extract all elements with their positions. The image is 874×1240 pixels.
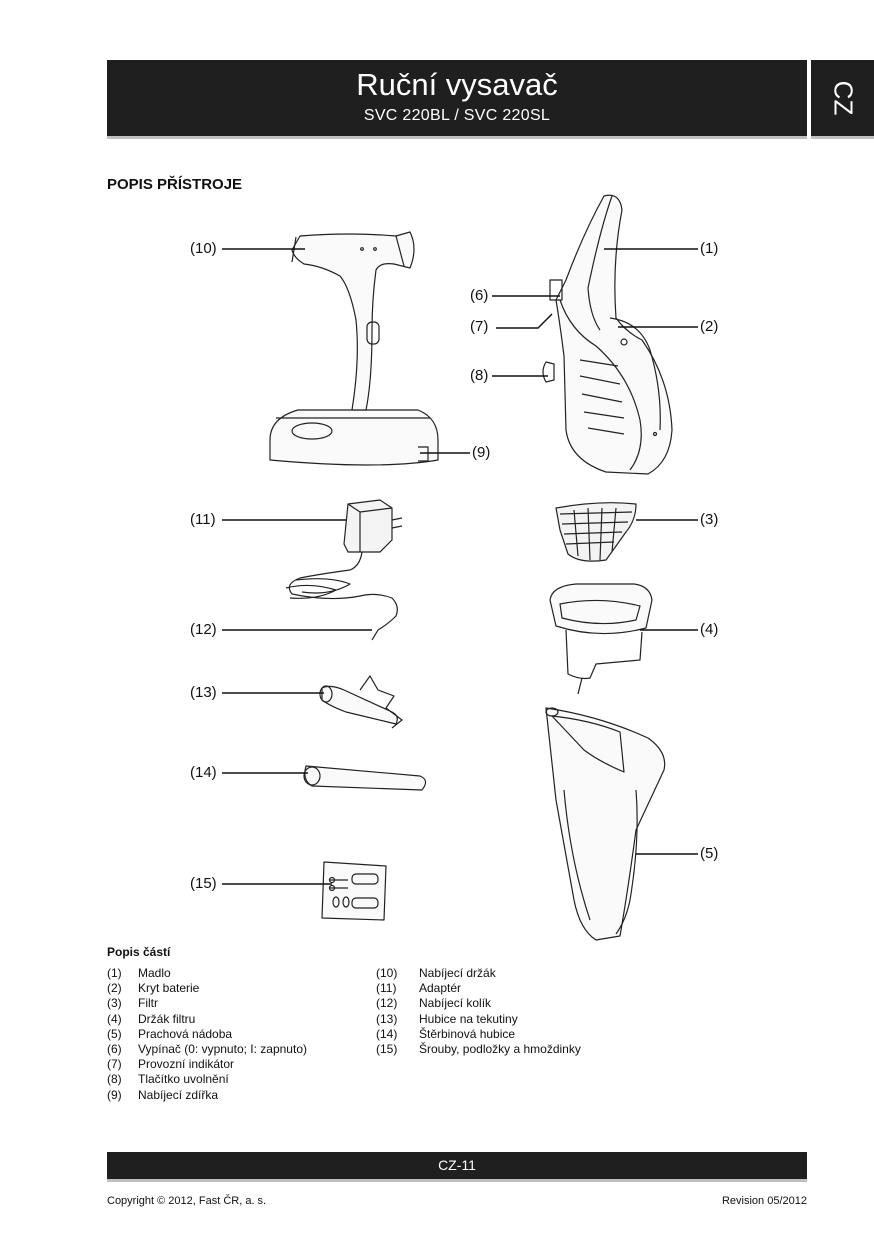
callout-14: (14) [190,764,217,781]
part-label: Adaptér [419,981,462,996]
callout-6: (6) [470,287,489,304]
filter-drawing [555,502,637,562]
part-label: Hubice na tekutiny [419,1011,518,1026]
dust-container-drawing [545,707,666,941]
list-item: (14) Štěrbinová hubice [376,1027,581,1042]
part-number: (10) [376,966,398,980]
part-label: Štěrbinová hubice [419,1026,516,1041]
copyright-text: Copyright © 2012, Fast ČR, a. s. [107,1195,267,1207]
list-item: (1) Madlo [107,966,307,981]
page-title: Ruční vysavač [356,67,558,102]
part-number: (11) [376,981,397,996]
part-label: Prachová nádoba [138,1026,233,1041]
callout-15: (15) [190,875,217,892]
adapter-drawing [285,499,403,641]
part-label: Nabíjecí zdířka [138,1087,219,1102]
callout-12: (12) [190,621,217,638]
list-item: (15) Šrouby, podložky a hmoždinky [376,1042,581,1057]
list-item: (10) Nabíjecí držák [376,966,581,981]
part-number: (12) [376,996,398,1011]
part-number: (3) [107,996,122,1011]
part-number: (13) [376,1011,398,1026]
part-number: (9) [107,1087,122,1102]
list-item: (12) Nabíjecí kolík [376,996,581,1011]
page-number: CZ-11 [438,1157,476,1173]
part-label: Držák filtru [138,1011,196,1026]
callout-2: (2) [700,318,719,335]
part-number: (6) [107,1042,122,1057]
part-number: (1) [107,966,122,980]
part-label: Nabíjecí kolík [419,996,492,1011]
parts-heading: Popis částí [107,945,171,959]
part-number: (14) [376,1026,398,1041]
header-bar: Ruční vysavač SVC 220BL / SVC 220SL [107,60,807,136]
callout-10: (10) [190,240,217,257]
language-tab-shadow [811,136,874,139]
footer-shadow [107,1179,807,1182]
part-number: (4) [107,1011,122,1026]
callout-4: (4) [700,621,719,638]
header-shadow [107,136,807,139]
part-label: Nabíjecí držák [419,966,496,980]
part-label: Madlo [138,966,171,980]
list-item: (8) Tlačítko uvolnění [107,1072,307,1087]
list-item: (13) Hubice na tekutiny [376,1012,581,1027]
list-item: (6) Vypínač (0: vypnuto; I: zapnuto) [107,1042,307,1057]
part-number: (5) [107,1026,122,1041]
part-number: (2) [107,981,122,996]
part-number: (7) [107,1057,122,1072]
part-number: (8) [107,1072,122,1087]
revision-text: Revision 05/2012 [721,1195,807,1207]
callout-11: (11) [190,511,216,528]
list-item: (2) Kryt baterie [107,981,307,996]
callout-8: (8) [470,367,489,384]
charging-holder-drawing [269,231,439,466]
callout-13: (13) [190,684,217,701]
list-item: (3) Filtr [107,996,307,1011]
callout-1: (1) [700,240,719,257]
filter-holder-drawing [549,583,653,695]
list-item: (9) Nabíjecí zdířka [107,1088,307,1103]
leader-line-7 [496,313,553,329]
callout-5: (5) [700,845,719,862]
language-tab: CZ [811,60,874,136]
footer-bar: CZ-11 [107,1152,807,1179]
part-label: Šrouby, podložky a hmoždinky [419,1042,581,1057]
vacuum-main-body-drawing [542,194,673,475]
crevice-nozzle-drawing [303,765,427,791]
part-label: Filtr [138,996,158,1011]
callout-3: (3) [700,511,719,528]
parts-list-left: (1) Madlo (2) Kryt baterie (3) Filtr (4) Drž… [107,966,307,1103]
part-number: (15) [376,1042,398,1057]
callout-9: (9) [472,444,491,461]
screws-card-drawing [321,861,387,921]
part-label: Vypínač (0: vypnuto; I: zapnuto) [138,1042,307,1057]
list-item: (11) Adaptér [376,981,581,996]
part-label: Provozní indikátor [138,1057,235,1072]
callout-7: (7) [470,318,489,335]
list-item: (7) Provozní indikátor [107,1057,307,1072]
liquid-nozzle-drawing [319,675,403,729]
section-title: POPIS PŘÍSTROJE [107,176,243,193]
parts-list-right: (10) Nabíjecí držák (11) Adaptér (12) Nabíj… [376,966,581,1057]
part-label: Kryt baterie [138,981,200,996]
part-label: Tlačítko uvolnění [138,1072,229,1087]
model-subtitle: SVC 220BL / SVC 220SL [363,107,551,124]
list-item: (4) Držák filtru [107,1012,307,1027]
list-item: (5) Prachová nádoba [107,1027,307,1042]
